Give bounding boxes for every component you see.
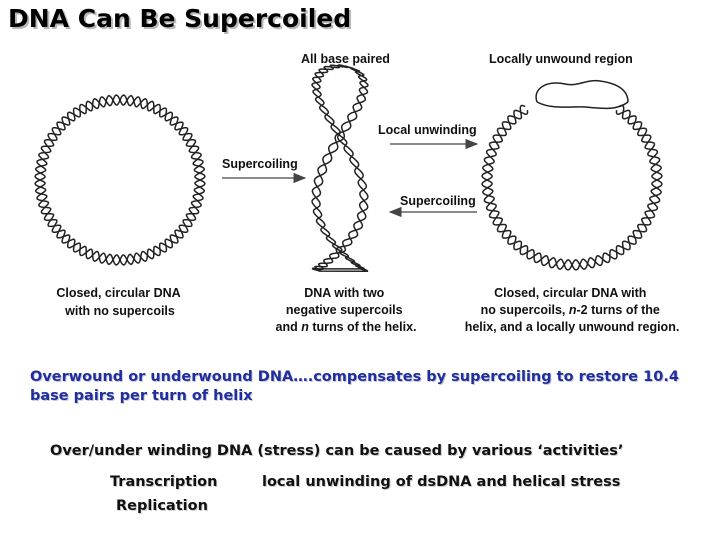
unwound-region-upper-strand (535, 79, 629, 103)
supercoiling-compensation-note: Overwound or underwound DNA….compensates… (30, 369, 679, 404)
dna-strand (481, 104, 663, 271)
unwound-region-lower-strand (536, 101, 629, 110)
label-supercoiling-reverse: Supercoiling (400, 194, 476, 208)
dna-strand (34, 94, 206, 266)
label-local-unwinding: Local unwinding (378, 123, 477, 137)
label-supercoiling-forward: Supercoiling (222, 157, 298, 171)
supercoiling-diagram: All base paired Locally unwound region S… (34, 52, 680, 334)
slide-title: DNA Can Be Supercoiled (8, 4, 352, 33)
winding-stress-note: Over/under winding DNA (stress) can be c… (50, 443, 624, 459)
supercoiled-dna (311, 64, 369, 272)
locally-unwound-circular-dna (481, 79, 663, 271)
dna-strand (481, 104, 663, 271)
activity-transcription: Transcription (110, 474, 218, 490)
relaxed-circular-dna (34, 94, 206, 266)
caption-locally-unwound-dna: Closed, circular DNA with no supercoils,… (465, 286, 680, 334)
caption-relaxed-dna: Closed, circular DNA with no supercoils (56, 286, 183, 318)
caption-supercoiled-dna: DNA with two negative supercoils and n t… (276, 286, 417, 334)
dna-strand (34, 94, 206, 266)
dna-strand (311, 64, 369, 272)
label-locally-unwound-region: Locally unwound region (489, 52, 633, 66)
label-all-base-paired: All base paired (301, 52, 390, 66)
dna-strand (311, 64, 369, 272)
activity-replication: Replication (116, 498, 208, 514)
activity-effect: local unwinding of dsDNA and helical str… (262, 474, 621, 490)
